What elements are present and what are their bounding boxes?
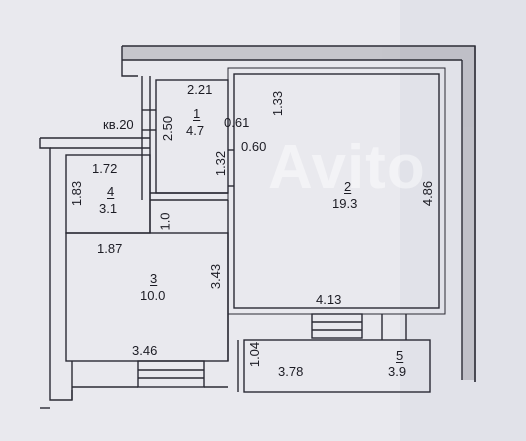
room-2-area: 19.3 [332,196,358,211]
wall-fill-right [462,60,475,380]
dim-1-04: 1.04 [247,341,263,368]
apartment-label: кв.20 [103,117,134,132]
dim-2-50: 2.50 [160,115,176,142]
room-4-number: 4 [107,184,115,199]
dim-2-21: 2.21 [187,82,213,97]
room-1-number: 1 [193,106,201,121]
dim-1-33: 1.33 [270,90,286,117]
dim-1-32: 1.32 [213,150,229,177]
window-room-2 [311,313,363,339]
window-room-3 [137,360,205,388]
dim-0-61: 0.61 [224,115,250,130]
wall-fill-top [122,46,475,60]
dim-1-87: 1.87 [97,241,123,256]
dim-3-43: 3.43 [208,263,224,290]
room-5-number: 5 [396,348,404,363]
dim-1-83: 1.83 [69,180,85,207]
room-2-number: 2 [344,179,352,194]
room-5-area: 3.9 [388,364,407,379]
outer-wall-top [121,46,138,77]
dim-3-46: 3.46 [132,343,158,358]
dim-0-60: 0.60 [241,139,267,154]
room-1-area: 4.7 [186,123,205,138]
room-2-outline [233,73,440,309]
room-4-area: 3.1 [99,201,118,216]
dim-4-13: 4.13 [316,292,342,307]
room-3-number: 3 [150,271,158,286]
dim-4-86: 4.86 [420,180,436,207]
dim-1-0: 1.0 [157,212,173,231]
dim-1-72: 1.72 [92,161,118,176]
watermark: Avito [268,133,426,202]
room-3-area: 10.0 [140,288,166,303]
room-5-outline [243,339,431,393]
dim-3-78: 3.78 [278,364,304,379]
